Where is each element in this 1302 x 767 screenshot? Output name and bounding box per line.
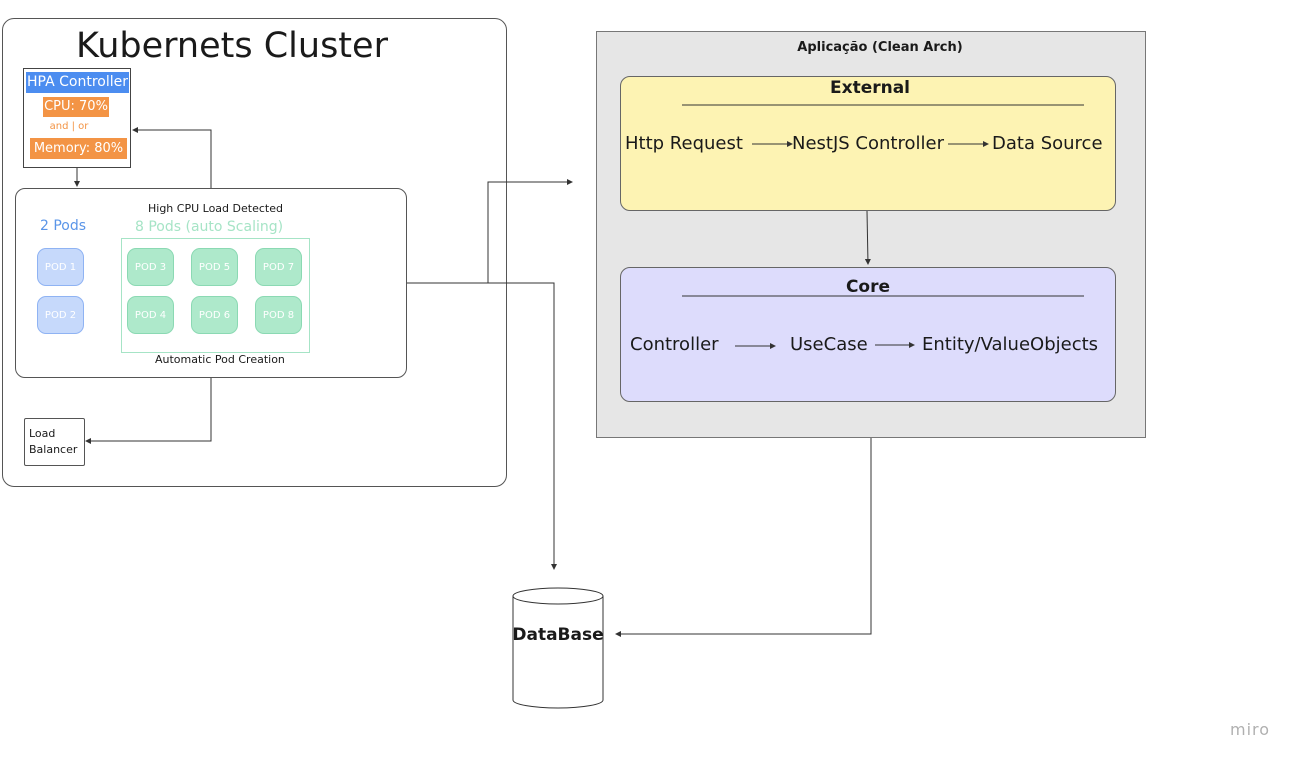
pod-node: POD 1 [37,248,84,286]
database-cylinder [512,587,604,709]
cluster-to-database-arrow [488,282,557,570]
pod-node: POD 6 [191,296,238,334]
pod-node: POD 8 [255,296,302,334]
core-title: Core [845,277,891,297]
app-to-database-arrow [615,438,872,637]
hpa-memory-threshold: Memory: 80% [30,138,127,159]
pod-node: POD 4 [127,296,174,334]
auto-scaling-group [121,238,310,353]
pods-to-hpa-arrow [132,127,212,188]
pod-node: POD 3 [127,248,174,286]
application-title: Aplicação (Clean Arch) [797,40,963,55]
pod-node: POD 7 [255,248,302,286]
high-cpu-label: High CPU Load Detected [148,202,283,215]
scaled-pods-label: 8 Pods (auto Scaling) [135,219,284,235]
cluster-to-app-arrow [407,179,573,284]
hpa-cpu-threshold: CPU: 70% [43,97,109,117]
data-source-node: Data Source [992,133,1103,154]
pods-to-load-balancer-arrow [85,378,212,444]
load-balancer-line2: Balancer [29,443,78,456]
core-controller-node: Controller [630,334,719,355]
external-title: External [829,78,911,98]
core-layer-box [620,267,1116,402]
initial-pods-label: 2 Pods [40,218,87,234]
pod-node: POD 2 [37,296,84,334]
external-layer-box [620,76,1116,211]
miro-watermark: miro [1230,720,1271,739]
hpa-controller-title: HPA Controller [26,72,129,93]
pod-node: POD 5 [191,248,238,286]
database-label: DataBase [512,625,604,645]
external-to-core-arrow [864,210,871,265]
load-balancer-line1: Load [29,427,56,440]
auto-pod-creation-label: Automatic Pod Creation [155,353,285,366]
usecase-node: UseCase [790,334,868,355]
hpa-and-or-label: and | or [49,121,89,132]
cluster-title: Kubernets Cluster [76,26,388,66]
load-balancer-box: Load Balancer [24,418,85,466]
nestjs-controller-node: NestJS Controller [792,133,944,154]
http-request-node: Http Request [625,133,743,154]
entity-valueobjects-node: Entity/ValueObjects [922,334,1099,355]
